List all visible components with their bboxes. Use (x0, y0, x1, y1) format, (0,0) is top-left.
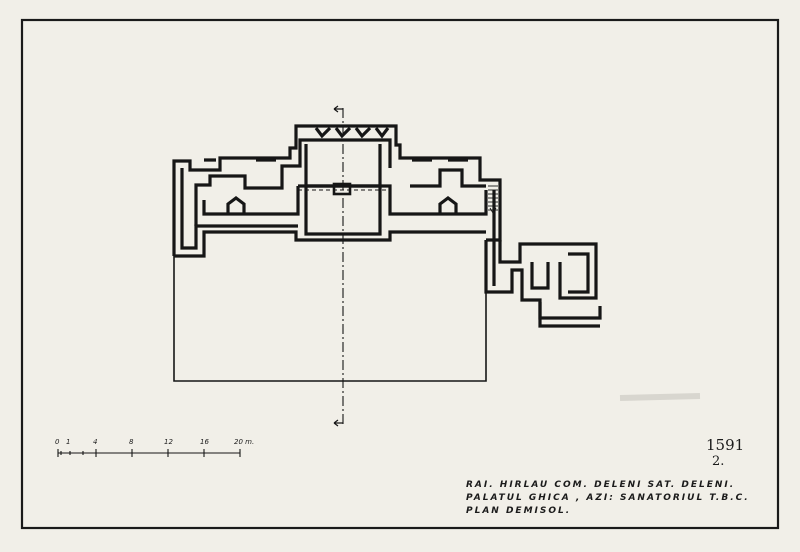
caption-plan-type: PLAN DEMISOL. (466, 506, 572, 516)
sheet-frame (20, 18, 780, 530)
scale-tick-20m: 20 m. (234, 438, 255, 446)
sheet-number: 2. (712, 454, 725, 469)
section-marker-bottom (333, 419, 343, 427)
east-wing-walls (484, 190, 602, 328)
scale-tick-4: 4 (93, 438, 98, 446)
terrace-outline (173, 240, 487, 382)
faint-stamp-mark (619, 393, 701, 401)
scale-tick-12: 12 (164, 438, 173, 446)
central-pillar (332, 182, 352, 196)
staircase (488, 185, 498, 214)
main-building-walls (172, 124, 502, 258)
scale-tick-0: 0 (55, 438, 60, 446)
caption-building: PALATUL GHICA , AZI: SANATORIUL T.B.C. (466, 493, 750, 503)
section-marker-top (333, 105, 343, 113)
caption-location: RAI. HIRLAU COM. DELENI SAT. DELENI. (466, 480, 736, 490)
inventory-number: 1591 (706, 436, 745, 454)
scale-bar-graphic (57, 449, 241, 457)
scale-tick-1: 1 (66, 438, 71, 446)
scale-tick-8: 8 (129, 438, 134, 446)
scale-tick-16: 16 (200, 438, 209, 446)
